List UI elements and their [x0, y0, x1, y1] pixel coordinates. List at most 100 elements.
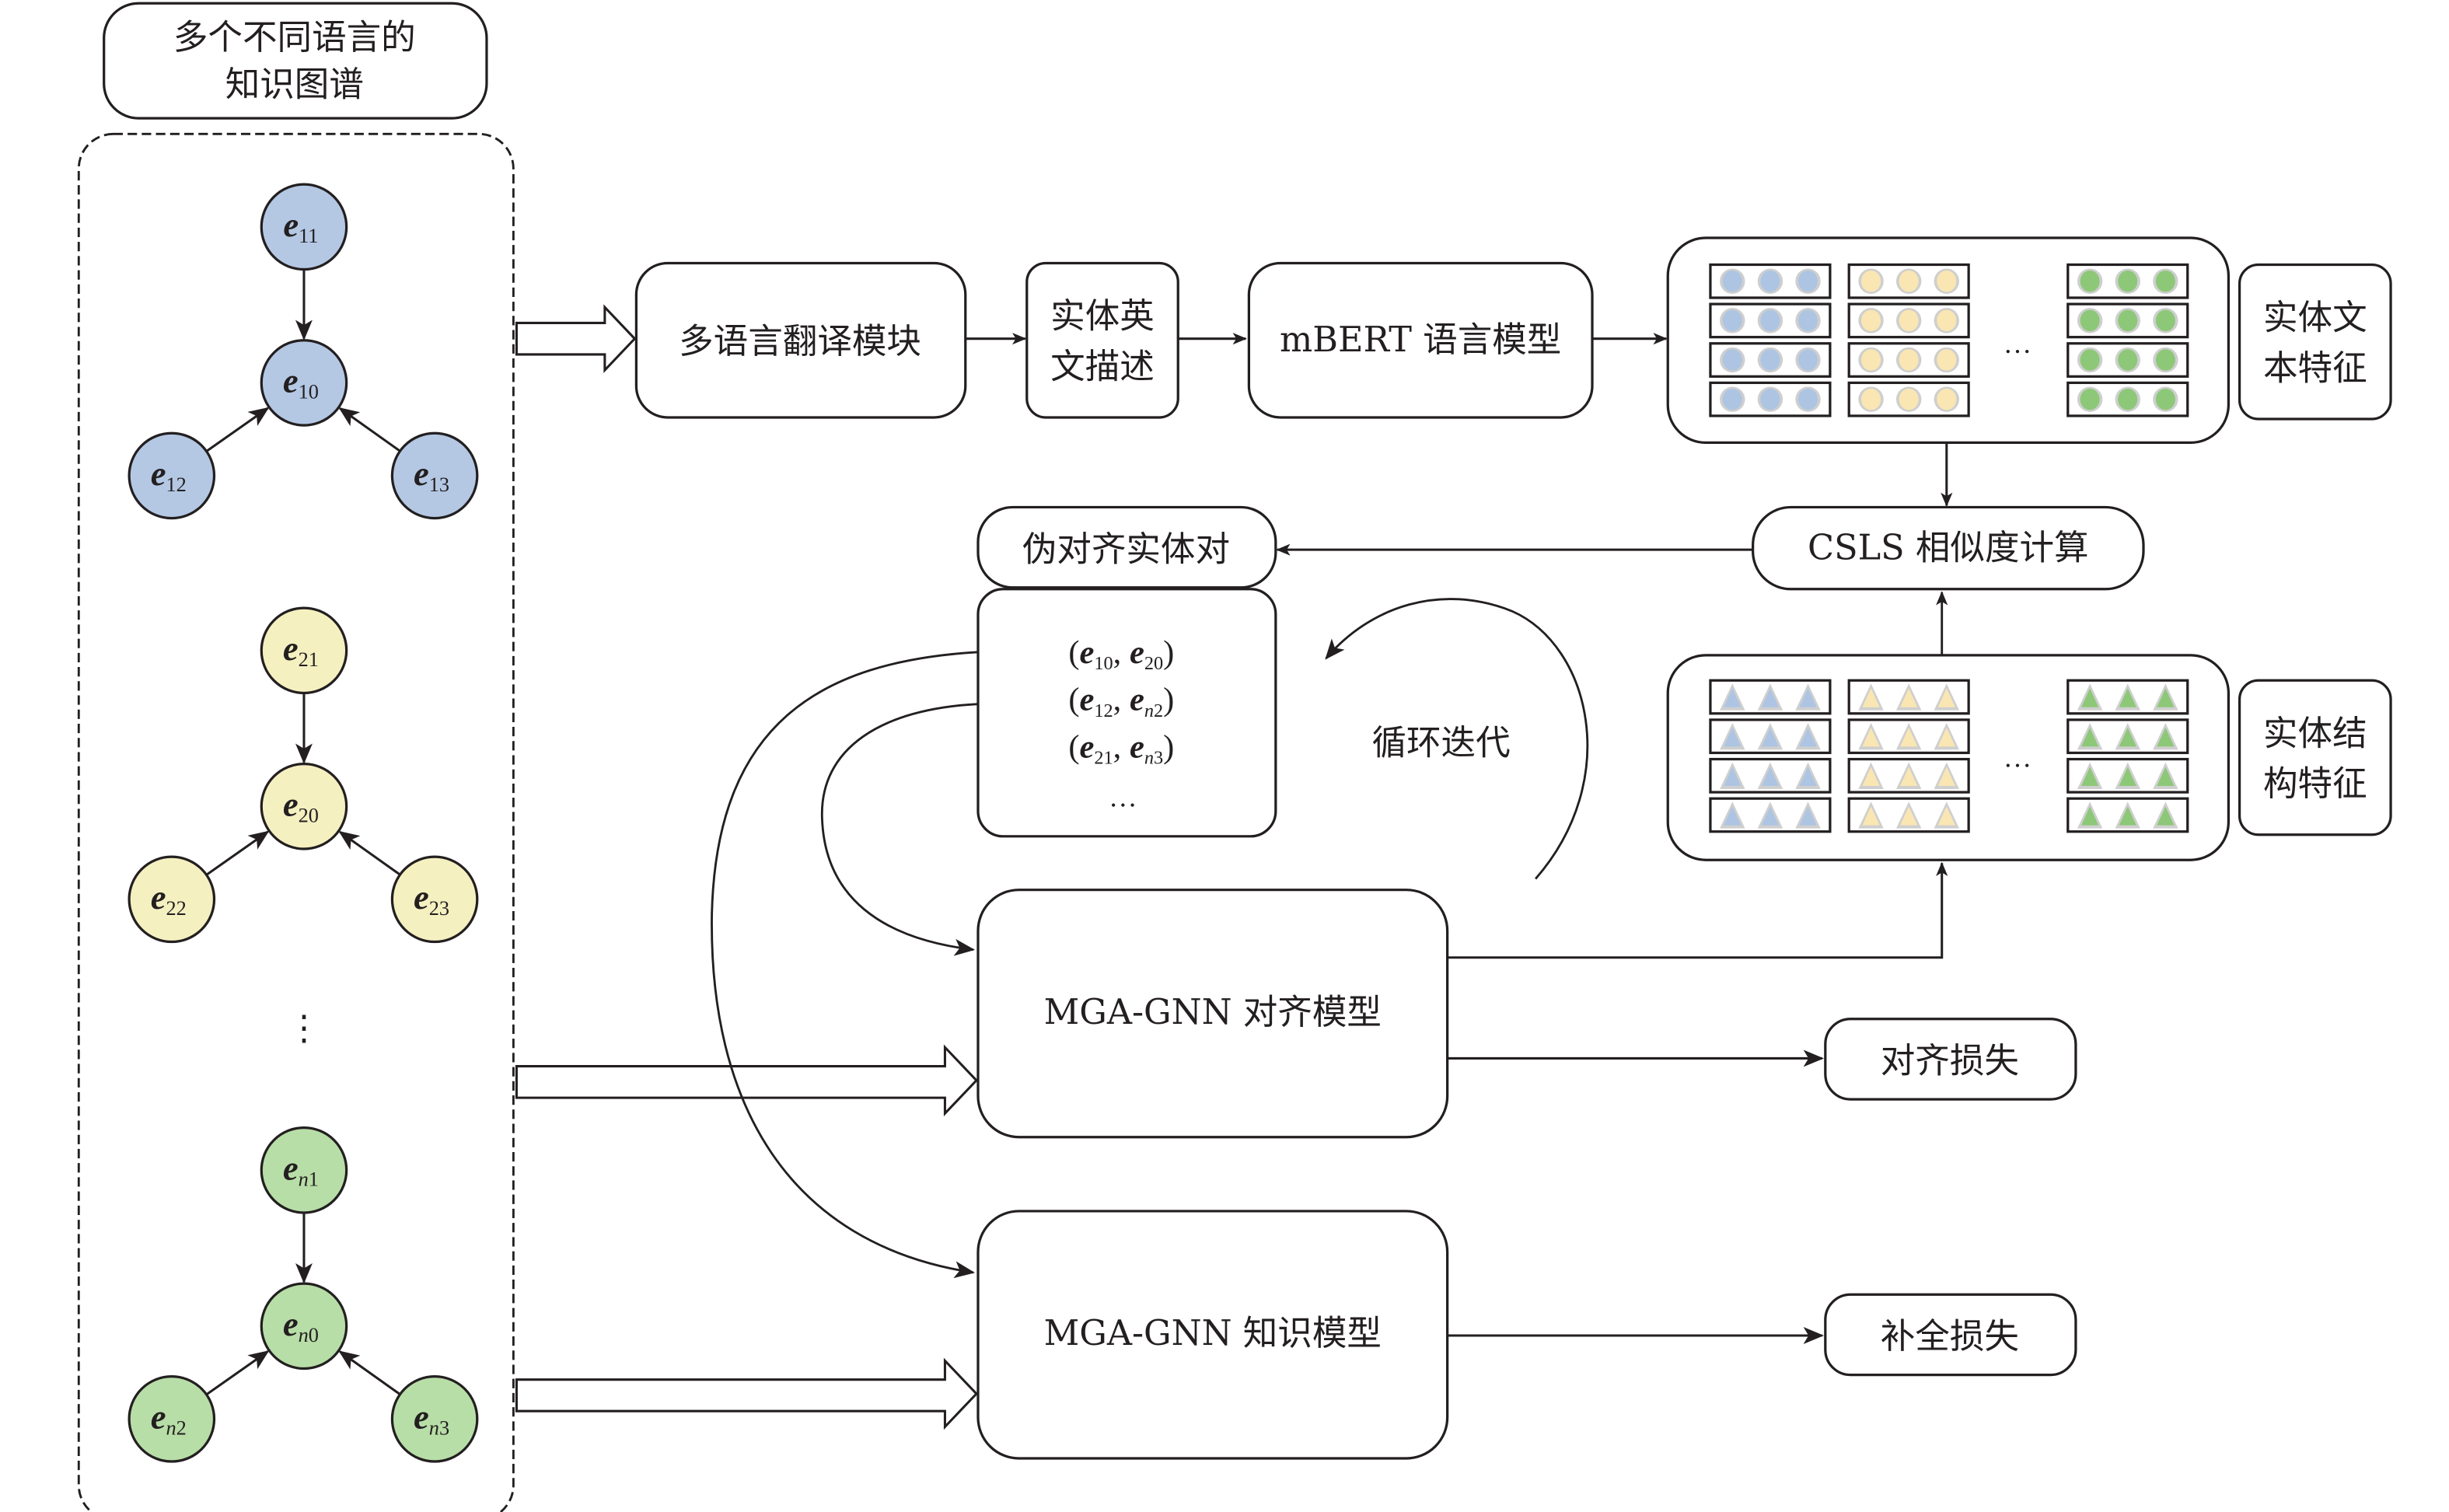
structure-features-line1: 实体结 [2263, 713, 2367, 753]
entity-node-n0 [260, 1282, 348, 1371]
feature-vector-triangle-0-1 [1709, 718, 1832, 755]
feature-vector-circle-1-2 [1847, 342, 1970, 378]
entity-node-n2 [128, 1375, 216, 1463]
feature-vector-triangle-0-0 [1709, 679, 1832, 715]
entity-node-11 [260, 183, 348, 271]
feature-vector-triangle-1-0 [1847, 679, 1970, 715]
edge-n2-to-n0 [205, 1350, 270, 1396]
feature-vector-triangle-1-1 [1847, 718, 1970, 755]
feature-vector-triangle-0-2 [1709, 757, 1832, 794]
entity-node-20 [260, 763, 348, 850]
entity-label-n0: en0 [283, 1304, 319, 1346]
edge-22-to-20 [205, 830, 270, 876]
hollow-arrow-to-translate [515, 304, 637, 374]
feature-vector-circle-0-2 [1709, 342, 1832, 378]
feature-vector-circle-0-1 [1709, 302, 1832, 339]
entity-node-n3 [390, 1375, 479, 1463]
entity-node-21 [260, 606, 348, 695]
arrow-pairs-to-align-model [820, 703, 979, 956]
feature-vector-circle-2-2 [2066, 342, 2189, 378]
feature-vector-triangle-2-0 [2066, 679, 2189, 715]
align-loss-label: 对齐损失 [1881, 1041, 2019, 1081]
text-features-label-box: 实体文 本特征 [2238, 263, 2392, 421]
text-features-panel: … [1666, 236, 2231, 445]
english-description-line1: 实体英 [1050, 296, 1155, 337]
structure-features-label-box: 实体结 构特征 [2238, 679, 2392, 836]
kg-title-line2: 知识图谱 [225, 65, 364, 105]
edge-23-to-20 [338, 830, 401, 876]
structure-features-ellipsis: … [2004, 742, 2032, 773]
pseudo-aligned-pairs-box: (e10, e20)(e12, en2)(e21, en3) … [976, 588, 1277, 838]
entity-label-n3: en3 [414, 1397, 449, 1439]
entity-label-21: e21 [283, 629, 319, 671]
arrow-pairs-to-knowledge-model [711, 651, 979, 1279]
feature-vector-triangle-2-3 [2066, 797, 2189, 833]
edge-13-to-10 [338, 407, 401, 452]
kg-title-box: 多个不同语言的 知识图谱 [103, 2, 488, 120]
loop-iteration-arc [1325, 598, 1589, 880]
entity-label-12: e12 [151, 454, 187, 496]
entity-node-13 [390, 431, 479, 520]
english-description-line2: 文描述 [1050, 346, 1155, 386]
entity-label-20: e20 [283, 784, 319, 826]
align-model-box: MGA-GNN 对齐模型 [976, 889, 1449, 1139]
pseudo-aligned-title: 伪对齐实体对 [1022, 529, 1230, 569]
feature-vector-circle-2-0 [2066, 263, 2189, 299]
feature-vector-triangle-2-2 [2066, 757, 2189, 794]
entity-label-n2: en2 [151, 1397, 187, 1439]
entity-node-22 [128, 855, 216, 944]
english-description-box: 实体英 文描述 [1025, 261, 1179, 419]
feature-vector-circle-1-3 [1847, 381, 1970, 417]
pseudo-aligned-pairs-list: (e10, e20) (e12, en2) (e21, en3) [1068, 634, 1174, 769]
feature-vector-circle-2-3 [2066, 381, 2189, 417]
csls-label: CSLS 相似度计算 [1808, 527, 2089, 567]
edge-n3-to-n0 [338, 1350, 401, 1395]
translate-module-label: 多语言翻译模块 [679, 321, 921, 361]
edge-12-to-10 [205, 407, 270, 452]
entity-node-10 [260, 339, 348, 427]
mbert-box: mBERT 语言模型 [1247, 261, 1594, 419]
graphs-vertical-ellipsis: ⋮ [287, 1008, 322, 1047]
completion-loss-label: 补全损失 [1881, 1316, 2019, 1357]
feature-vector-circle-1-0 [1847, 263, 1970, 299]
text-features-line2: 本特征 [2263, 347, 2367, 388]
structure-feature-vectors [1709, 679, 2189, 833]
text-features-ellipsis: … [2004, 328, 2032, 359]
knowledge-model-label: MGA-GNN 知识模型 [1044, 1313, 1382, 1353]
loop-iteration-label: 循环迭代 [1371, 722, 1510, 763]
text-features-line1: 实体文 [2263, 298, 2367, 338]
csls-box: CSLS 相似度计算 [1752, 505, 2145, 591]
text-feature-vectors [1709, 263, 2189, 417]
pseudo-pair: (e12, en2) [1068, 682, 1174, 721]
entity-node-n1 [260, 1126, 348, 1214]
entity-label-10: e10 [283, 361, 319, 403]
kg-title-line1: 多个不同语言的 [173, 17, 416, 58]
hollow-arrow-to-knowledge-model [515, 1357, 979, 1430]
structure-features-line2: 构特征 [2263, 763, 2367, 804]
feature-vector-circle-1-1 [1847, 302, 1970, 339]
feature-vector-triangle-1-2 [1847, 757, 1970, 794]
arrow-align-model-to-struct [1447, 861, 1948, 959]
feature-vector-circle-2-1 [2066, 302, 2189, 339]
entity-label-13: e13 [414, 454, 449, 496]
pseudo-aligned-title-box: 伪对齐实体对 [976, 505, 1277, 589]
feature-vector-triangle-2-1 [2066, 718, 2189, 755]
entity-label-11: e11 [283, 205, 318, 247]
feature-vector-triangle-0-3 [1709, 797, 1832, 833]
translate-module: 多语言翻译模块 [634, 261, 967, 419]
pseudo-pair: (e10, e20) [1068, 634, 1174, 674]
align-model-label: MGA-GNN 对齐模型 [1044, 992, 1382, 1032]
feature-vector-triangle-1-3 [1847, 797, 1970, 833]
kg-container [77, 132, 515, 1512]
structure-features-panel: … [1666, 654, 2231, 861]
pseudo-pair: (e21, en3) [1068, 729, 1174, 769]
hollow-arrow-to-align-model [515, 1044, 979, 1117]
knowledge-model-box: MGA-GNN 知识模型 [976, 1210, 1449, 1460]
entity-node-12 [128, 431, 216, 520]
mbert-label: mBERT 语言模型 [1280, 320, 1561, 360]
feature-vector-circle-0-0 [1709, 263, 1832, 299]
